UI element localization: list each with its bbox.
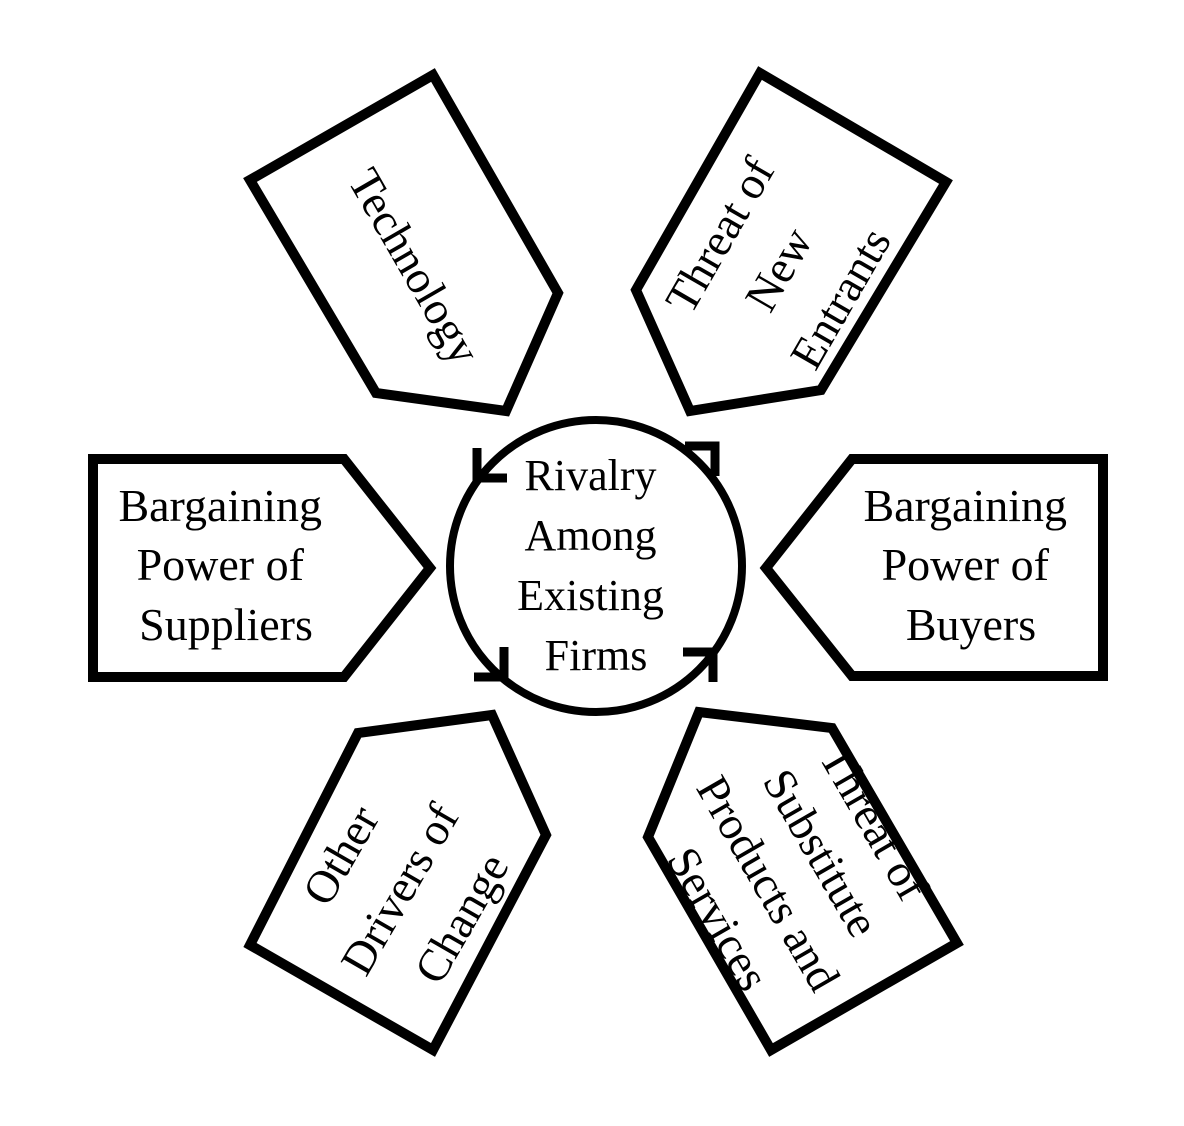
cycle-arrow-bottom-left-icon <box>474 647 509 682</box>
cycle-arrow-bottom-right-icon <box>683 647 718 682</box>
buyers-box: Bargaining Power of Buyers <box>759 454 1108 681</box>
cycle-arrow-top-left-icon <box>472 448 507 483</box>
suppliers-box: Bargaining Power of Suppliers <box>88 454 437 682</box>
rivalry-circle <box>446 416 746 716</box>
rivalry-label-line-4: Firms <box>545 631 648 680</box>
technology-shape <box>243 68 564 417</box>
suppliers-label-line-2: Power of <box>137 539 305 590</box>
suppliers-label-line-1: Bargaining <box>118 480 322 531</box>
rivalry-hub: Rivalry Among Existing Firms <box>446 416 746 716</box>
new-entrants-shape <box>630 66 953 417</box>
buyers-label-line-1: Bargaining <box>863 480 1067 531</box>
buyers-shape <box>759 454 1108 681</box>
rivalry-label: Rivalry Among Existing Firms <box>517 451 675 680</box>
rivalry-label-line-2: Among <box>525 511 657 560</box>
technology-box: Technology <box>243 68 564 417</box>
substitutes-box: Threat of Substitute Products and Servic… <box>642 706 964 1057</box>
buyers-label: Bargaining Power of Buyers <box>863 480 1078 650</box>
rivalry-label-line-1: Rivalry <box>525 451 657 500</box>
suppliers-label: Bargaining Power of Suppliers <box>118 480 333 650</box>
substitutes-shape <box>642 706 964 1057</box>
other-drivers-box: Other Drivers of Change <box>243 709 552 1057</box>
other-drivers-shape <box>243 709 552 1057</box>
suppliers-shape <box>88 454 437 682</box>
cycle-arrow-top-right-icon <box>685 441 720 476</box>
suppliers-label-line-3: Suppliers <box>139 599 313 650</box>
rivalry-label-line-3: Existing <box>517 571 664 620</box>
new-entrants-box: Threat of New Entrants <box>630 66 953 417</box>
buyers-label-line-2: Power of <box>882 539 1050 590</box>
buyers-label-line-3: Buyers <box>906 599 1036 650</box>
